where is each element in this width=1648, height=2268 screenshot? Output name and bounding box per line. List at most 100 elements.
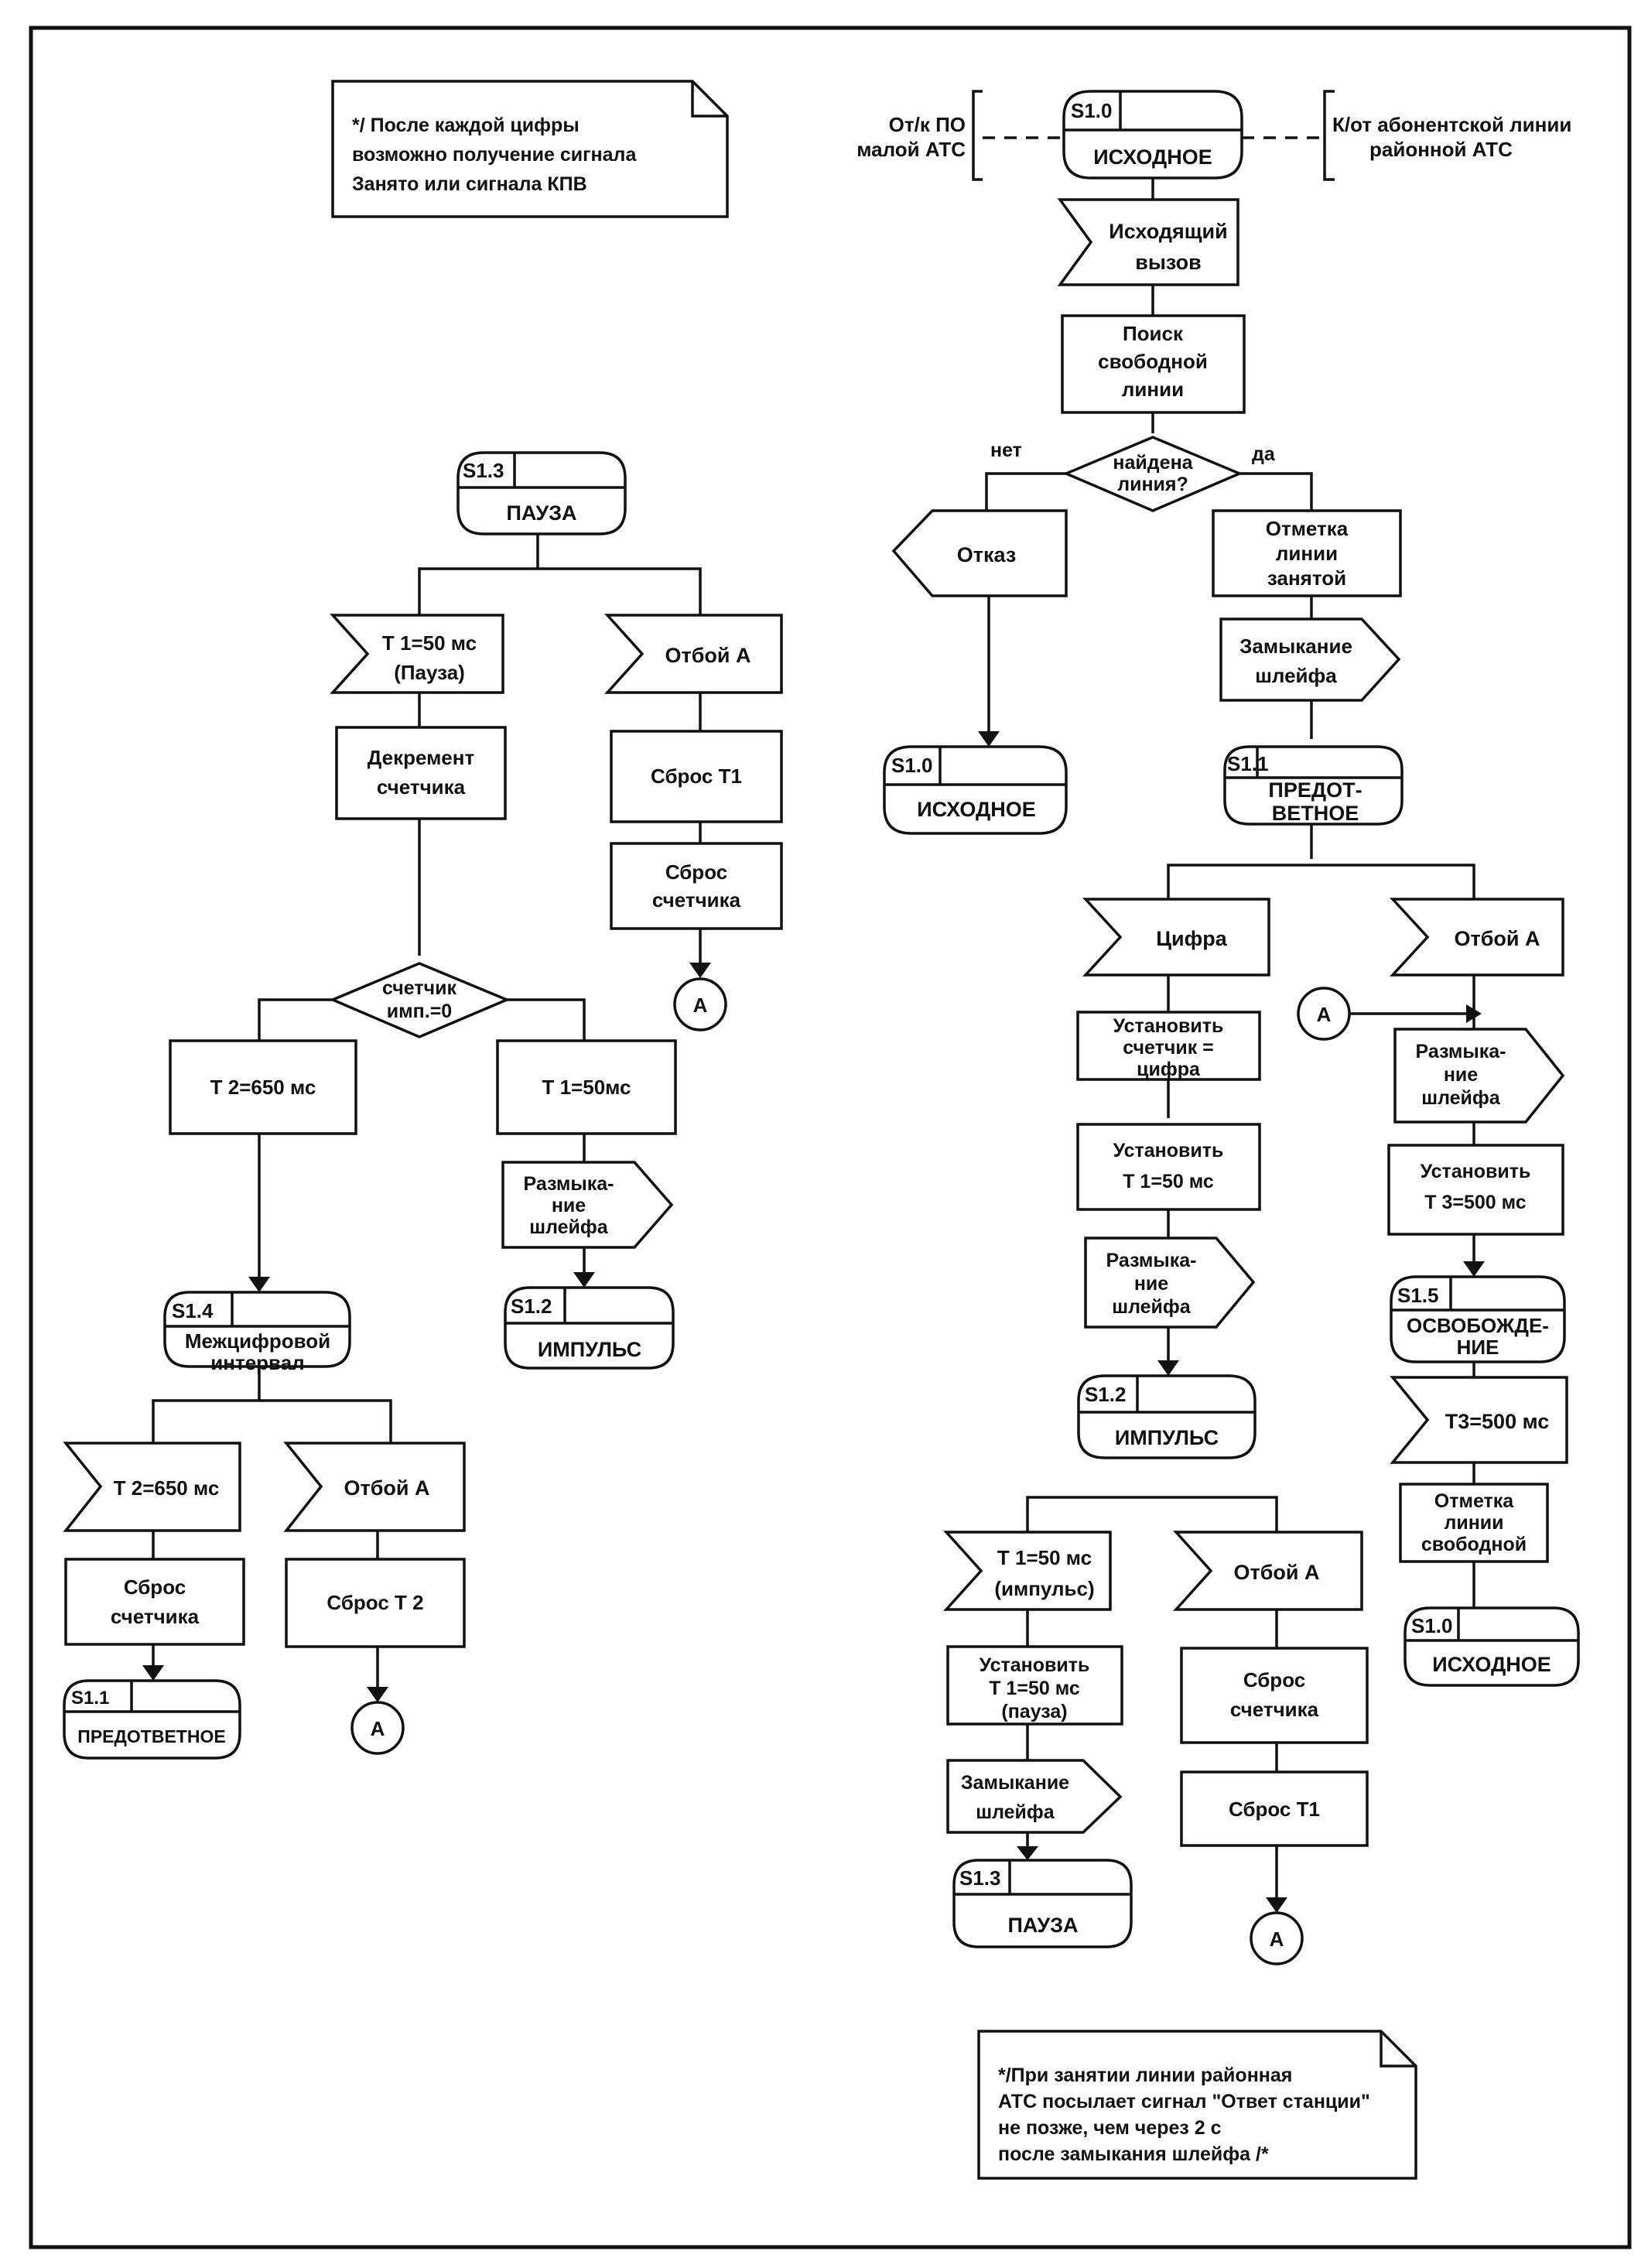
note-top-line2: возможно получение сигнала [352, 144, 637, 166]
svg-text:Сброс Т1: Сброс Т1 [651, 765, 742, 788]
svg-text:Цифра: Цифра [1156, 927, 1227, 950]
state-s10-release: S1.0 ИСХОДНОЕ [1404, 1606, 1580, 1687]
state-s11-left: S1.1 ПРЕДОТВЕТНОЕ [63, 1679, 241, 1760]
svg-text:S1.5: S1.5 [1397, 1284, 1439, 1307]
svg-text:ИСХОДНОЕ: ИСХОДНОЕ [917, 798, 1036, 821]
svg-text:А: А [1317, 1003, 1332, 1026]
svg-text:S1.1: S1.1 [71, 1688, 109, 1709]
task-reset-t2: Сброс Т 2 [285, 1558, 466, 1648]
svg-text:S1.3: S1.3 [463, 459, 504, 482]
svg-text:Т 1=50 мс(Пауза): Т 1=50 мс(Пауза) [382, 631, 477, 684]
state-s11-main: S1.1 ПРЕДОТ-ВЕТНОЕ [1223, 745, 1404, 826]
note-bottom-line1: */При занятии линии районная [998, 2064, 1292, 2086]
svg-text:ИСХОДНОЕ: ИСХОДНОЕ [1093, 145, 1212, 169]
svg-text:А: А [371, 1717, 385, 1740]
svg-text:S1.2: S1.2 [511, 1295, 552, 1318]
state-s12-digit: S1.2 ИМПУЛЬС [1077, 1374, 1257, 1459]
svg-text:S1.4: S1.4 [172, 1299, 214, 1322]
note-top: */ После каждой цифры возможно получение … [331, 80, 729, 218]
left-flow-lines [142, 534, 711, 1702]
state-s12-left: S1.2 ИМПУЛЬС [504, 1286, 675, 1370]
note-bottom-line2: АТС посылает сигнал "Ответ станции" [998, 2091, 1370, 2112]
connector-a-impulse: А [1250, 1911, 1304, 1965]
task-t2-650: Т 2=650 мс [169, 1039, 357, 1135]
svg-text:ПРЕДОТ-ВЕТНОЕ: ПРЕДОТ-ВЕТНОЕ [1268, 778, 1362, 825]
input-t1-impulse: Т 1=50 мс(импульс) [943, 1531, 1112, 1611]
svg-text:S1.1: S1.1 [1227, 752, 1269, 775]
connector-a-release: А [1297, 987, 1351, 1041]
svg-text:Отбой А: Отбой А [665, 644, 751, 667]
svg-text:ПРЕДОТВЕТНОЕ: ПРЕДОТВЕТНОЕ [77, 1726, 225, 1746]
svg-text:ИМПУЛЬС: ИМПУЛЬС [538, 1338, 641, 1361]
input-t2-expired: Т 2=650 мс [63, 1442, 241, 1532]
svg-text:Отбой А: Отбой А [344, 1476, 430, 1500]
state-s10-refuse: S1.0 ИСХОДНОЕ [883, 745, 1068, 835]
state-s10-top: S1.0 ИСХОДНОЕ [1062, 90, 1243, 180]
svg-text:S1.0: S1.0 [1071, 99, 1113, 122]
svg-text:Т 2=650 мс: Т 2=650 мс [114, 1476, 220, 1500]
svg-text:ИСХОДНОЕ: ИСХОДНОЕ [1432, 1653, 1551, 1676]
input-t1-pause: Т 1=50 мс(Пауза) [330, 614, 504, 694]
task-reset-t1-impulse: Сброс Т1 [1180, 1770, 1369, 1847]
right-flow-lines [978, 178, 1485, 1913]
svg-text:Т 1=50 мс(импульс): Т 1=50 мс(импульс) [994, 1546, 1094, 1600]
note-top-line1: */ После каждой цифры [352, 115, 580, 136]
output-refusal: Отказ [891, 509, 1068, 597]
svg-text:ПАУЗА: ПАУЗА [506, 501, 576, 525]
svg-text:А: А [693, 994, 708, 1017]
svg-text:S1.0: S1.0 [891, 754, 933, 777]
input-hangup-a-impulse: Отбой А [1173, 1531, 1363, 1611]
svg-text:ПАУЗА: ПАУЗА [1007, 1914, 1078, 1937]
state-s15: S1.5 ОСВОБОЖДЕ-НИЕ [1390, 1275, 1566, 1363]
svg-text:ОСВОБОЖДЕ-НИЕ: ОСВОБОЖДЕ-НИЕ [1407, 1314, 1549, 1359]
note-top-line3: Занято или сигнала КПВ [352, 173, 587, 195]
svg-text:S1.0: S1.0 [1411, 1614, 1453, 1637]
connector-a-interval: А [350, 1701, 405, 1755]
svg-text:Т 2=650 мс: Т 2=650 мс [210, 1076, 316, 1099]
state-s13-left: S1.3 ПАУЗА [456, 451, 627, 535]
svg-text:Сброс Т 2: Сброс Т 2 [327, 1591, 423, 1614]
input-digit: Цифра [1082, 898, 1270, 977]
note-bottom-line3: не позже, чем через 2 с [998, 2117, 1222, 2139]
svg-text:ИМПУЛЬС: ИМПУЛЬС [1115, 1426, 1219, 1449]
input-hangup-a-right: Отбой А [1390, 898, 1564, 977]
page-border [29, 26, 1632, 2249]
